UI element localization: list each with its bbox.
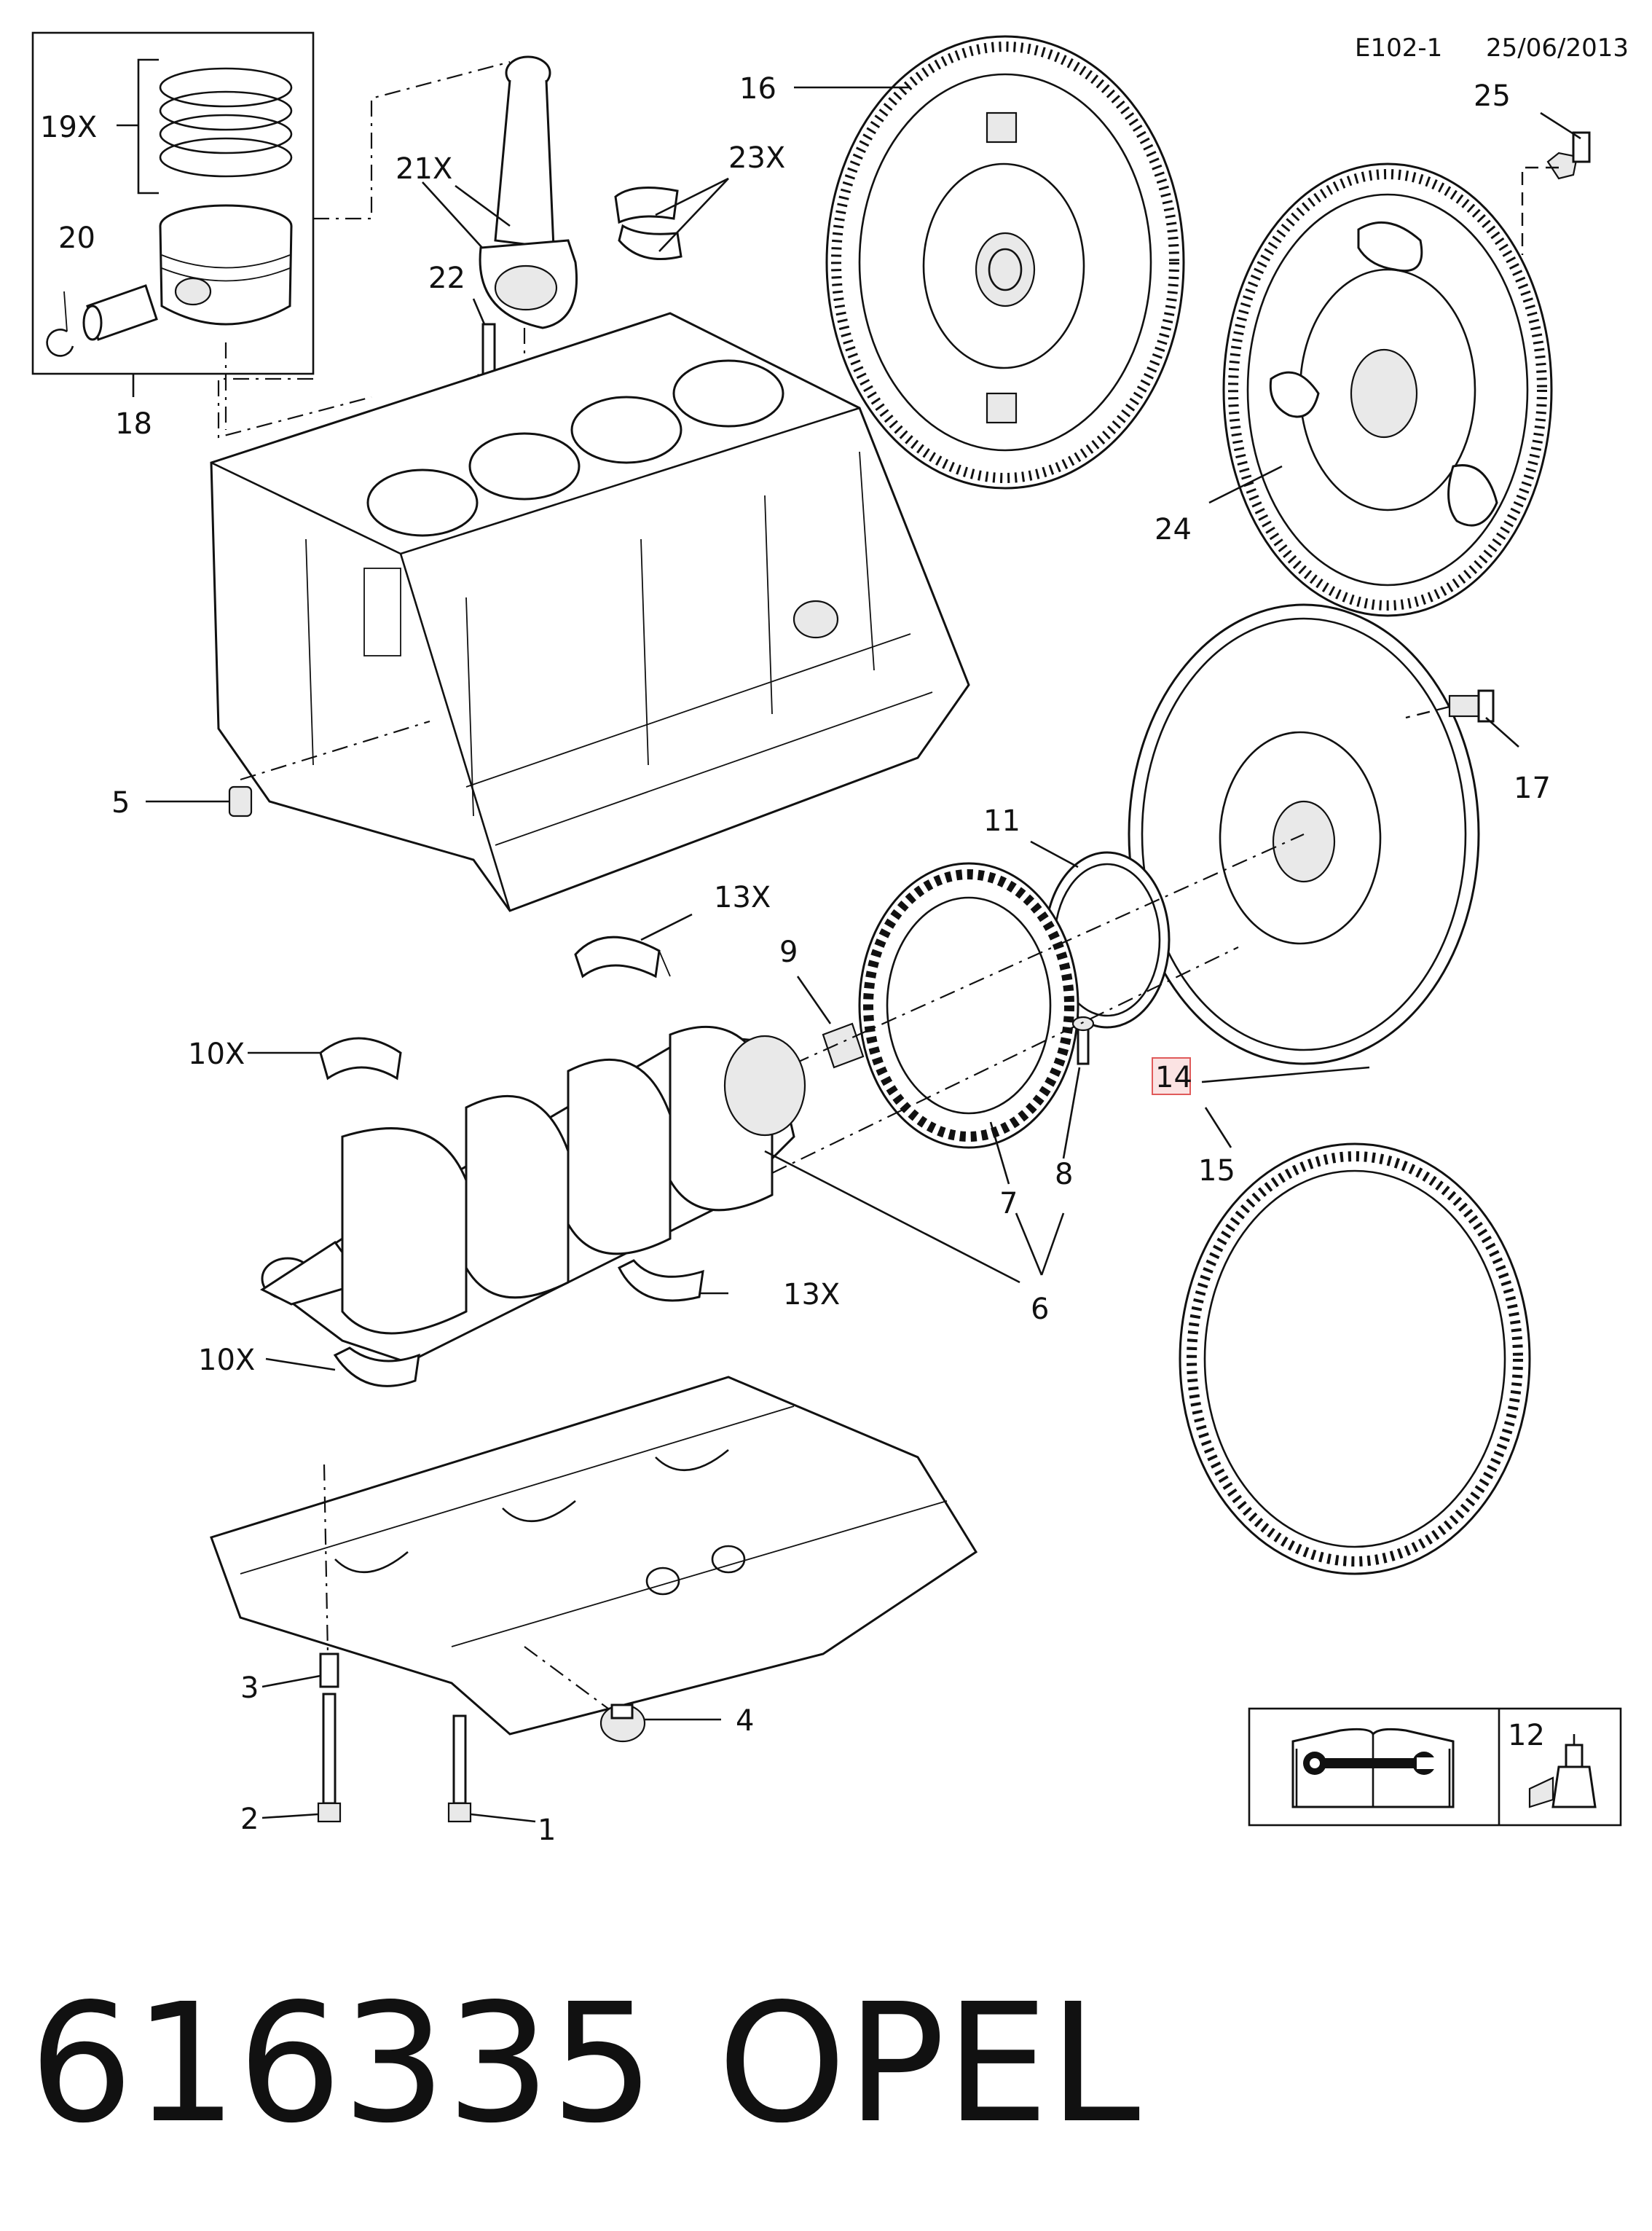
callout-17: 17	[1514, 772, 1551, 805]
crankcase-bolt-short	[447, 1714, 472, 1823]
callout-5: 5	[111, 786, 130, 820]
callout-20: 20	[58, 221, 95, 255]
piston	[159, 204, 293, 326]
starter-ring-gear	[1179, 1142, 1531, 1575]
flywheel-bolt	[1448, 689, 1495, 723]
callout-3: 3	[240, 1671, 259, 1705]
piston-rings	[159, 67, 293, 178]
leader-lines	[248, 86, 1581, 1823]
callout-22: 22	[428, 262, 465, 295]
callout-6: 6	[1031, 1293, 1049, 1326]
main-bearing-shell-upper	[574, 936, 671, 979]
part-number: 616335	[29, 1969, 655, 2160]
engine-block	[210, 312, 970, 912]
cylinder-bores	[366, 359, 784, 537]
callout-13X-upper: 13X	[714, 881, 771, 914]
connecting-rod	[479, 55, 578, 329]
callout-2: 2	[240, 1803, 259, 1836]
block-plug	[228, 785, 253, 817]
crankshaft	[259, 1025, 806, 1364]
callout-16: 16	[739, 72, 776, 106]
callout-8: 8	[1055, 1158, 1073, 1191]
callout-21X: 21X	[396, 152, 452, 186]
lubricant-bottle-icon	[1528, 1734, 1597, 1808]
flex-plate-bolt	[1546, 131, 1591, 180]
circlip	[46, 329, 74, 357]
crankcase-bolt-long	[317, 1693, 342, 1823]
legend-info-number: 12	[1508, 1719, 1545, 1752]
callout-11: 11	[983, 804, 1020, 838]
rod-bearing-shells	[614, 187, 683, 260]
brand-name: OPEL	[717, 1969, 1140, 2160]
diagram-date: 25/06/2013	[1486, 34, 1629, 63]
callout-4: 4	[736, 1704, 754, 1738]
callout-labels: 16 25 24 17 11 9 14 15 7 8 6 13X 10X 13X…	[40, 72, 1551, 1847]
callout-10X-upper: 10X	[188, 1038, 245, 1071]
callout-23X: 23X	[728, 141, 785, 175]
piston-pin	[82, 284, 158, 341]
lower-crankcase	[210, 1376, 978, 1736]
callout-15: 15	[1198, 1154, 1235, 1188]
thrust-bearing-shell-lower	[333, 1346, 420, 1387]
callout-18: 18	[115, 407, 152, 441]
main-bearing-shell-lower	[617, 1259, 704, 1302]
legend-box: 12	[1248, 1707, 1622, 1827]
callout-25: 25	[1474, 79, 1511, 113]
callout-14-highlight	[1152, 1057, 1191, 1095]
reluctor-screw	[1071, 1016, 1095, 1065]
manual-wrench-icon	[1291, 1728, 1455, 1808]
pilot-bushing	[822, 1022, 865, 1069]
reluctor-ring	[858, 862, 1079, 1149]
dowel-sleeve	[319, 1652, 339, 1688]
thrust-bearing-shell-upper	[319, 1037, 402, 1081]
callout-1: 1	[538, 1814, 556, 1847]
callout-14: 14	[1155, 1061, 1192, 1094]
callout-19X: 19X	[40, 111, 97, 144]
piston-kit-box	[31, 31, 511, 439]
dual-mass-flywheel	[825, 35, 1185, 490]
callout-9: 9	[779, 936, 798, 969]
callout-13X-lower: 13X	[783, 1278, 840, 1311]
drain-plug	[599, 1703, 646, 1743]
callout-10X-lower: 10X	[198, 1344, 255, 1377]
diagram-code: E102-1	[1355, 34, 1442, 63]
flex-plate	[1222, 162, 1553, 617]
callout-24: 24	[1155, 513, 1192, 546]
callout-7: 7	[999, 1187, 1018, 1220]
